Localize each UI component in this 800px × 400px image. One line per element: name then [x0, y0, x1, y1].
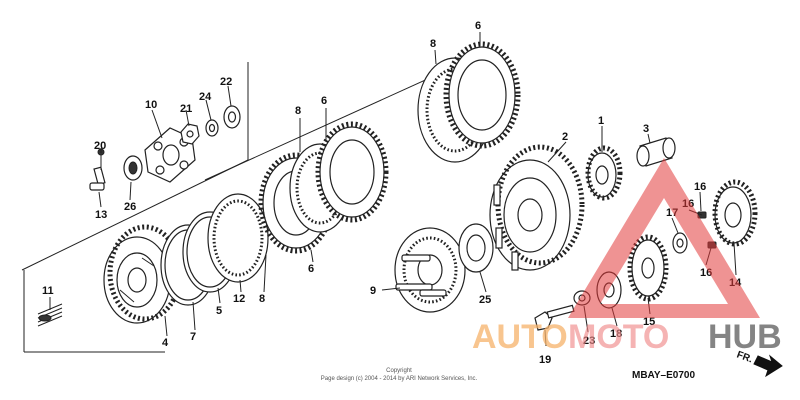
watermark-logo: AUTO MOTO HUB: [472, 158, 782, 356]
oil-pump-gear: [712, 179, 758, 247]
part-label-20: 20: [94, 140, 106, 152]
front-arrow-label: FR.: [735, 350, 754, 366]
washer-17: [672, 232, 688, 254]
thrust-washer: [458, 223, 494, 273]
part-label-8-mid: 8: [295, 105, 301, 117]
part-label-6-mid: 6: [321, 95, 327, 107]
part-label-21: 21: [180, 103, 192, 115]
part-label-25: 25: [479, 294, 491, 306]
disc-stack-upper: [417, 41, 521, 163]
part-labels: 1 2 3 4 5 6 6 6 7 8 8 8 9 10 11 12 13 14…: [42, 20, 742, 366]
perspective-guides: [21, 61, 466, 353]
part-label-13: 13: [95, 209, 107, 221]
part-label-5: 5: [216, 305, 222, 317]
part-label-4: 4: [162, 337, 169, 349]
clutch-outer: [489, 144, 585, 271]
front-arrow-icon: [753, 354, 783, 378]
judder-spring-rings: [160, 193, 269, 306]
bearing-plate-group: [89, 105, 241, 191]
part-label-15: 15: [643, 316, 655, 328]
copyright-line-2: Page design (c) 2004 - 2014 by ARI Netwo…: [321, 376, 478, 382]
part-label-6-low: 6: [308, 263, 314, 275]
part-label-22: 22: [220, 76, 232, 88]
watermark-text-hub: HUB: [708, 318, 782, 356]
part-label-26: 26: [124, 201, 136, 213]
bolt-19: [534, 304, 575, 331]
part-label-9: 9: [370, 285, 376, 297]
watermark-triangle: [568, 158, 760, 318]
footer: Copyright Page design (c) 2004 - 2014 by…: [321, 350, 783, 382]
disc-stack-middle: [258, 121, 389, 254]
clutch-center: [394, 227, 466, 313]
part-label-19: 19: [539, 354, 551, 366]
part-label-23: 23: [583, 335, 595, 347]
part-label-7: 7: [190, 331, 196, 343]
primary-gear: [585, 145, 623, 201]
part-label-3: 3: [643, 123, 649, 135]
part-label-6-top: 6: [475, 20, 481, 32]
watermark-text-auto: AUTO: [472, 318, 568, 356]
diagram-code: MBAY–E0700: [632, 370, 695, 381]
guide-sleeve: [636, 137, 676, 167]
part-label-1: 1: [598, 115, 604, 127]
part-label-16-a: 16: [694, 181, 706, 193]
clutch-springs: [37, 303, 63, 327]
leader-lines: [49, 32, 737, 347]
part-label-24: 24: [199, 91, 212, 103]
watermark-text-moto: MOTO: [568, 318, 669, 356]
oil-pump-drive-sprocket: [627, 234, 669, 302]
part-label-8-top: 8: [430, 38, 436, 50]
part-label-2: 2: [562, 131, 568, 143]
part-label-11: 11: [42, 285, 54, 297]
part-label-8-low: 8: [259, 293, 265, 305]
part-label-12: 12: [233, 293, 245, 305]
part-label-10: 10: [145, 99, 157, 111]
copyright-line-1: Copyright: [386, 368, 412, 374]
part-label-18: 18: [610, 328, 622, 340]
